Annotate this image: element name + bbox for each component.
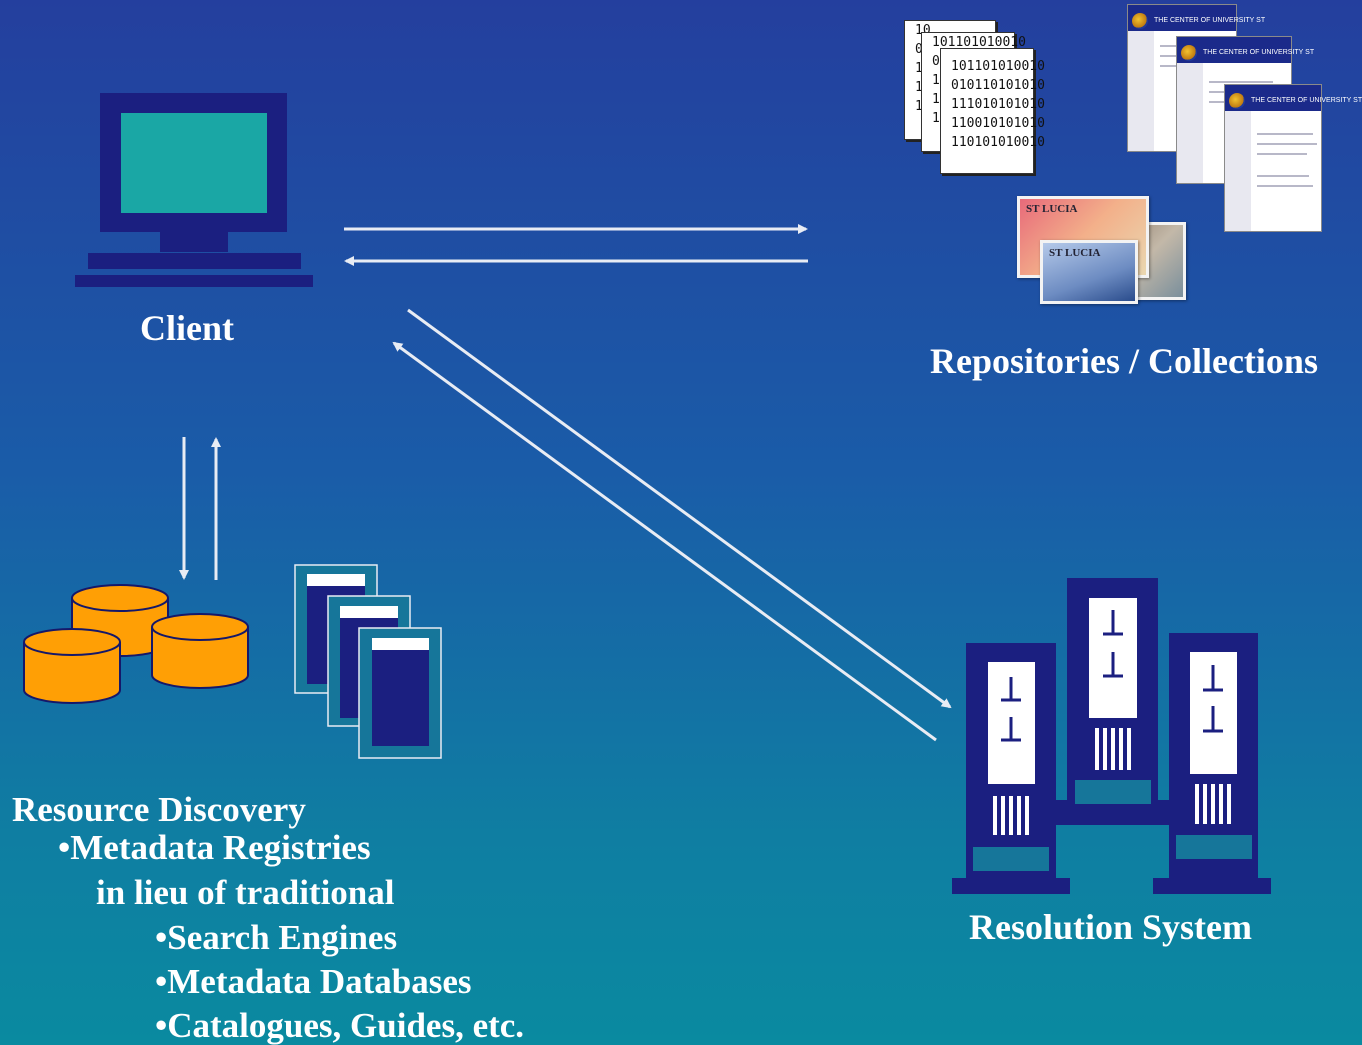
metadata-databases-item: •Metadata Databases (155, 962, 472, 1001)
resolution-system-label: Resolution System (969, 907, 1253, 947)
arrow-client-to-resolution (407, 308, 952, 709)
web-page-thumbnail-front: THE CENTER OF UNIVERSITY ST (1224, 84, 1362, 232)
client-label: Client (140, 308, 234, 348)
database-cylinders-icon (23, 584, 249, 704)
computer-monitor-icon (75, 93, 313, 287)
arrow-resolution-to-client (392, 341, 937, 742)
stamp-image-front: ST LUCIA (1040, 240, 1138, 304)
in-lieu-line: in lieu of traditional (96, 873, 395, 912)
resource-discovery-title: Resource Discovery (12, 790, 306, 829)
metadata-registries-line: •Metadata Registries (58, 828, 371, 867)
repositories-label: Repositories / Collections (930, 341, 1318, 381)
catalogues-item: •Catalogues, Guides, etc. (155, 1006, 525, 1045)
catalog-stack-icon (294, 564, 442, 759)
search-engines-item: •Search Engines (155, 918, 398, 957)
server-towers-icon (952, 578, 1271, 894)
